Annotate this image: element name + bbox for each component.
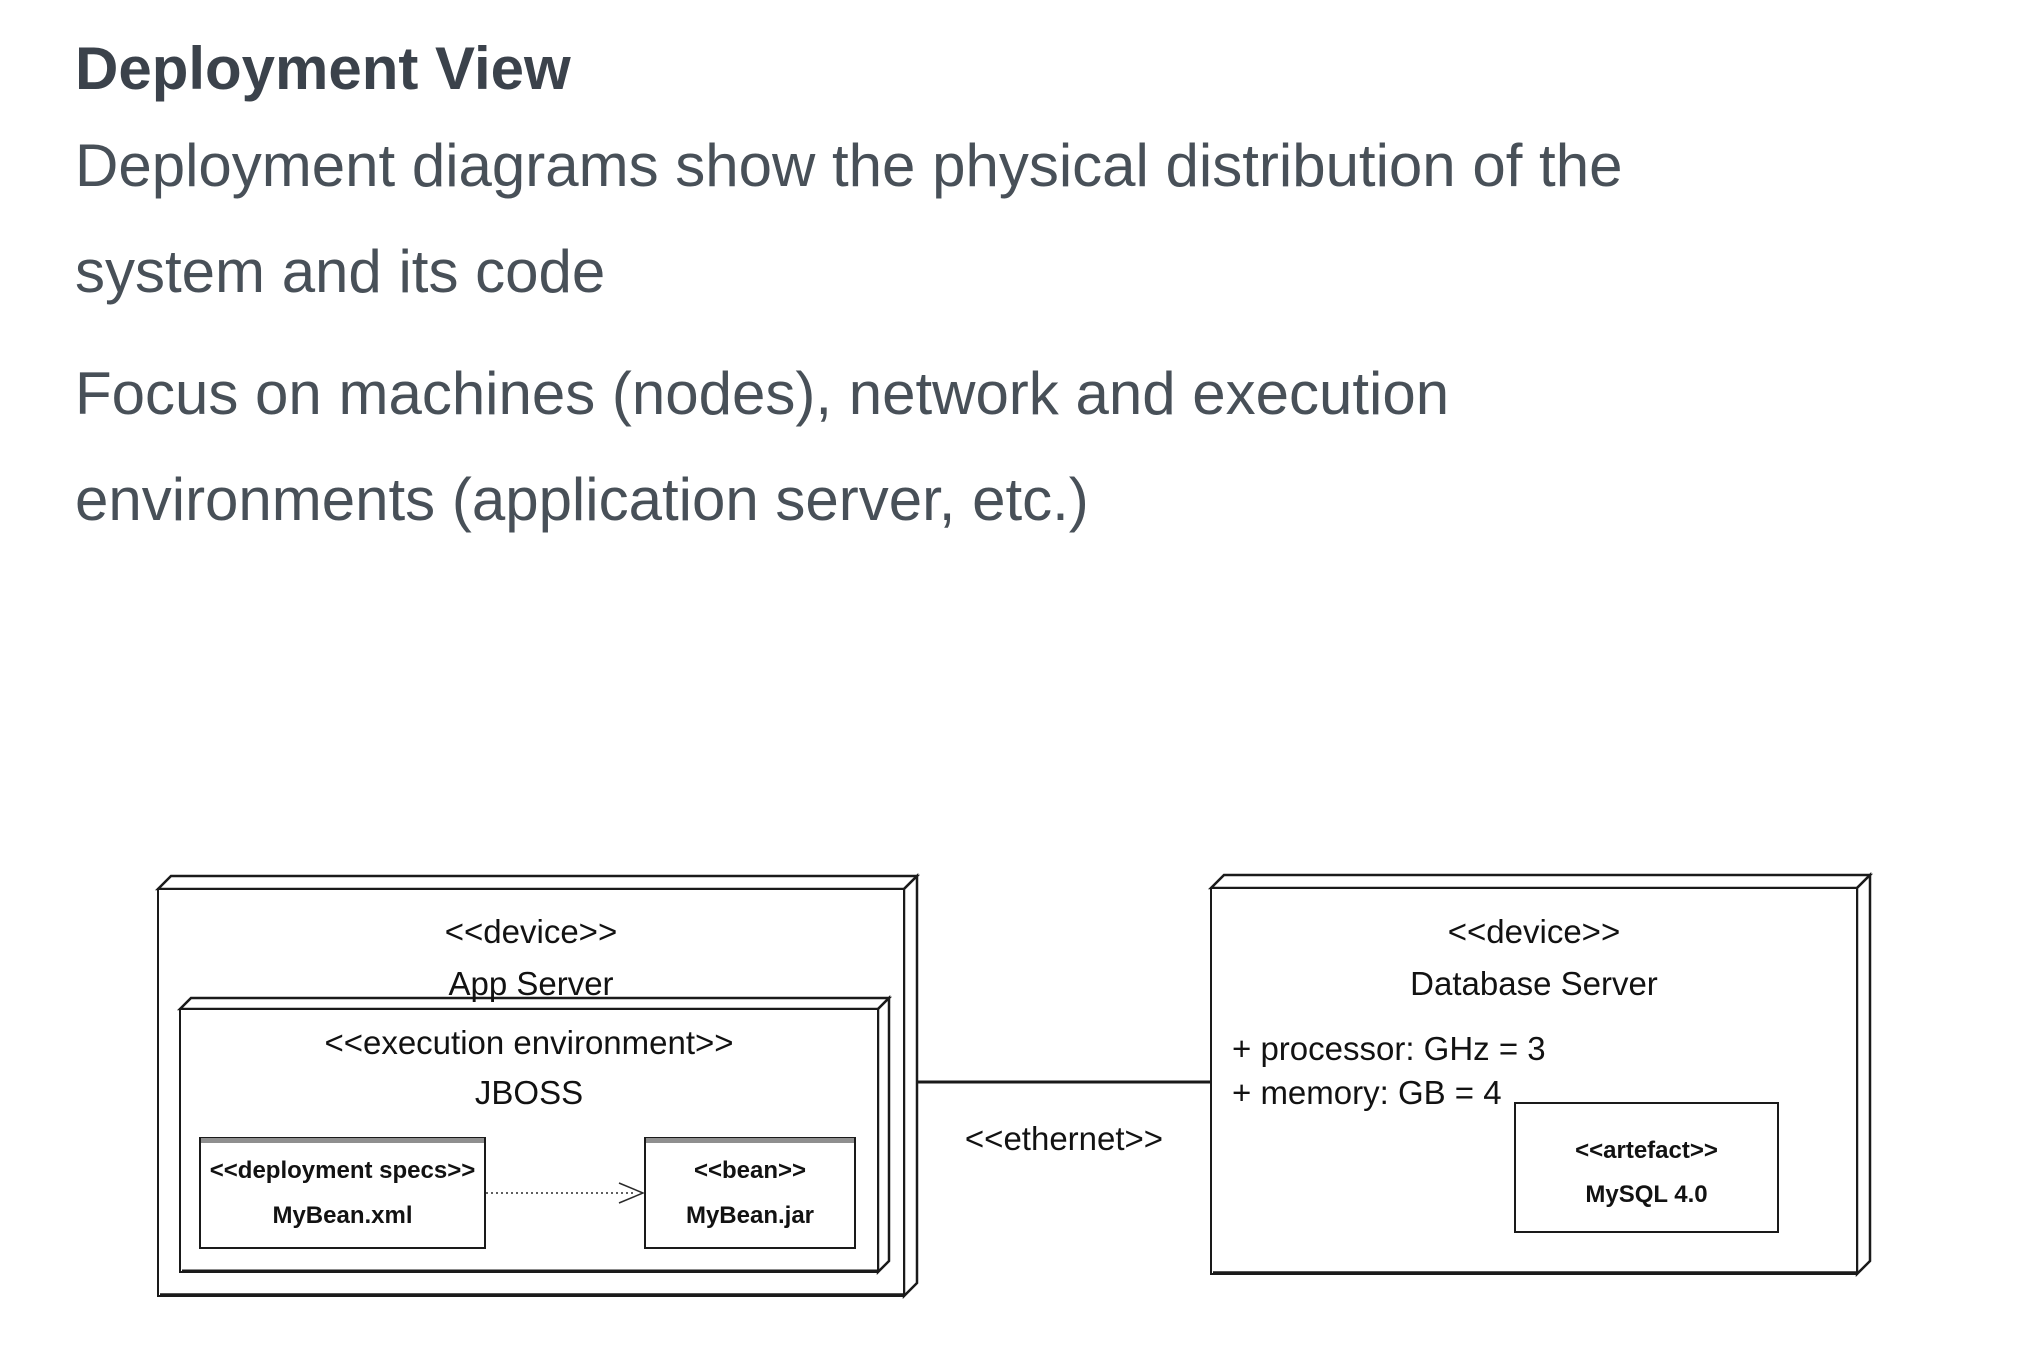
- paragraph-line: environments (application server, etc.): [75, 466, 1089, 533]
- mysql-artifact-shape: [1514, 1102, 1779, 1233]
- app-server-node-label: <<device>> App Server: [158, 906, 904, 1010]
- bean-artifact-shape: [644, 1137, 856, 1249]
- jboss-environment-label: <<execution environment>> JBOSS: [180, 1018, 878, 1118]
- node-stereotype: <<device>>: [1447, 913, 1621, 950]
- paragraph-physical-distribution: Deployment diagrams show the physical di…: [75, 113, 1975, 325]
- paragraph-focus-machines: Focus on machines (nodes), network and e…: [75, 341, 1975, 553]
- deployment-specs-artifact-shape: [199, 1137, 486, 1249]
- node-name: App Server: [448, 965, 614, 1002]
- artifact-stereotype: <<artefact>>: [1575, 1136, 1718, 1164]
- mysql-artifact-label: <<artefact>> MySQL 4.0: [1515, 1103, 1778, 1232]
- artifact-stereotype: <<deployment specs>>: [209, 1157, 476, 1184]
- artifact-stereotype: <<bean>>: [693, 1157, 807, 1184]
- page-title: Deployment View: [75, 35, 571, 102]
- node-stereotype: <<execution environment>>: [324, 1024, 734, 1061]
- database-server-node-label: <<device>> Database Server: [1211, 906, 1857, 1010]
- attribute-line: + memory: GB = 4: [1232, 1074, 1502, 1111]
- artifact-name: MySQL 4.0: [1585, 1180, 1708, 1208]
- dependency-arrow: [486, 1182, 645, 1204]
- node-stereotype: <<device>>: [444, 913, 618, 950]
- node-name: Database Server: [1410, 965, 1658, 1002]
- artifact-name: MyBean.xml: [272, 1202, 413, 1229]
- ethernet-connection-label: <<ethernet>>: [964, 1120, 1164, 1157]
- paragraph-line: system and its code: [75, 238, 606, 305]
- paragraph-line: Focus on machines (nodes), network and e…: [75, 360, 1450, 427]
- node-name: JBOSS: [474, 1074, 584, 1111]
- artifact-name: MyBean.jar: [685, 1202, 815, 1229]
- attribute-line: + processor: GHz = 3: [1232, 1030, 1546, 1067]
- deployment-specs-artifact-label: <<deployment specs>> MyBean.xml: [200, 1138, 485, 1248]
- bean-artifact-label: <<bean>> MyBean.jar: [645, 1138, 855, 1248]
- paragraph-line: Deployment diagrams show the physical di…: [75, 132, 1623, 199]
- database-server-attributes: + processor: GHz = 3 + memory: GB = 4: [1232, 1027, 1546, 1115]
